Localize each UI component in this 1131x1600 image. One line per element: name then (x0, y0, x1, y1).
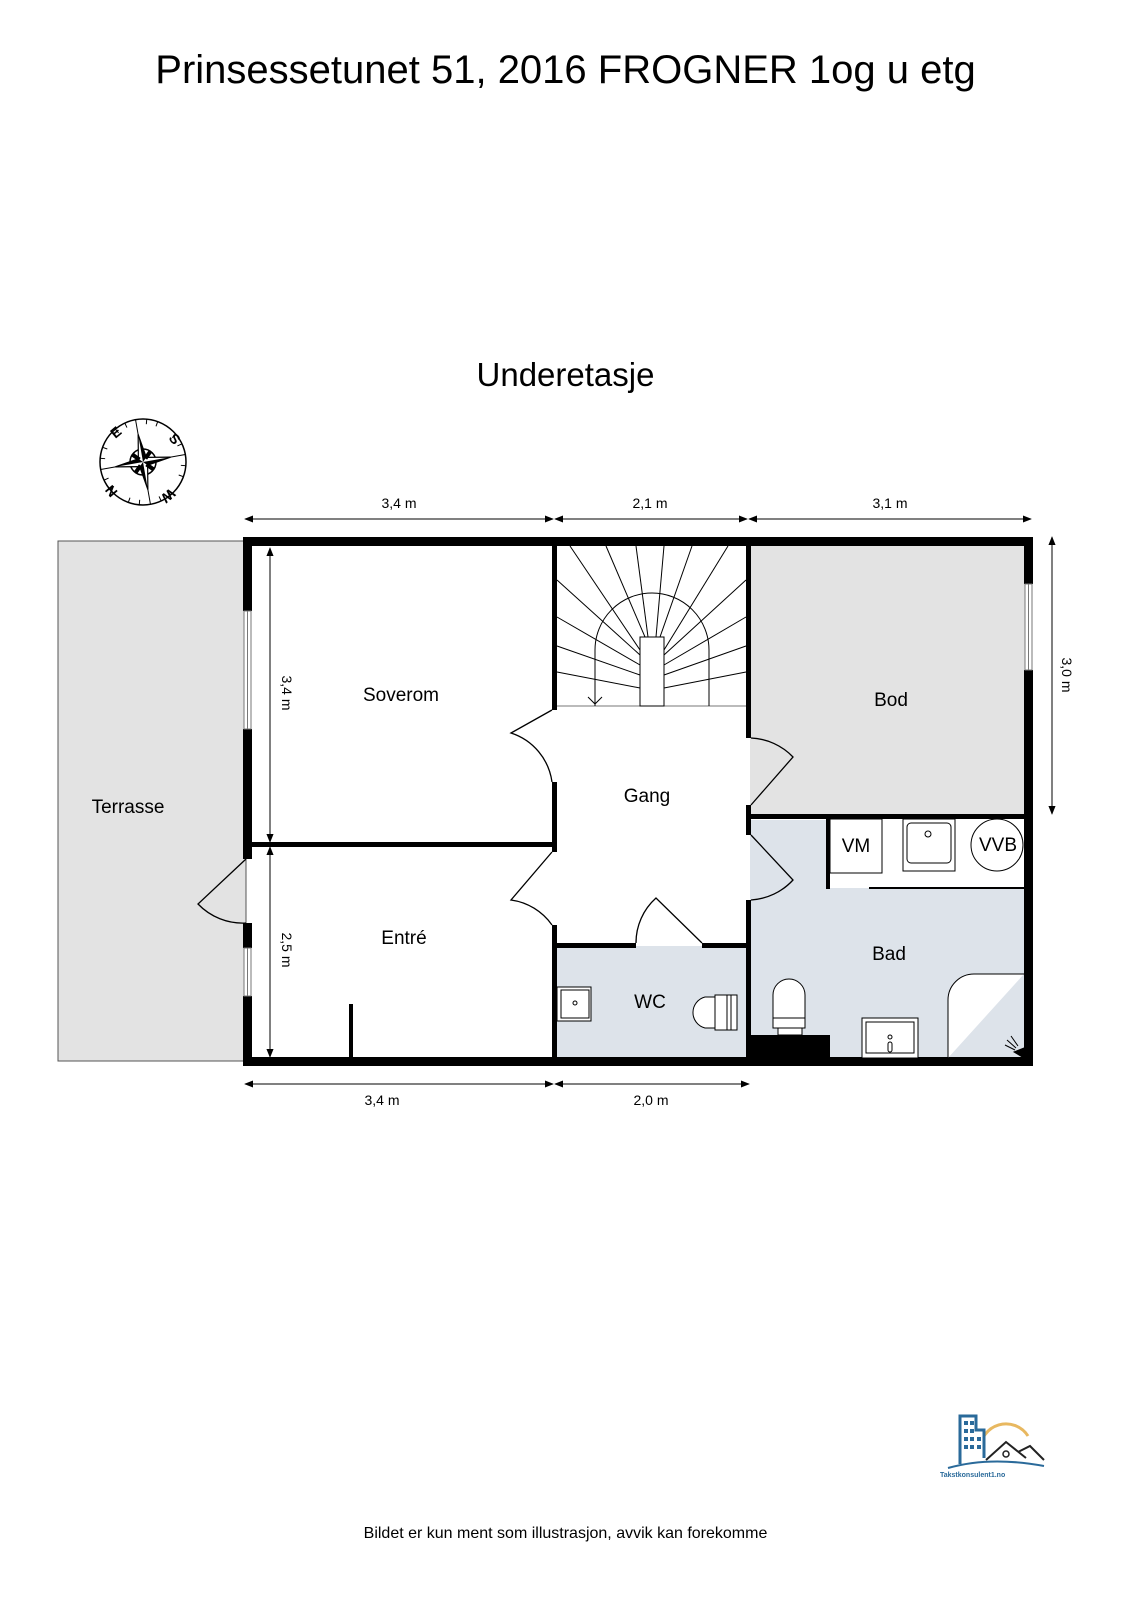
dim-bottom-2: 2,0 m (633, 1092, 668, 1108)
dim-bottom-1: 3,4 m (364, 1092, 399, 1108)
interior-walls (252, 546, 1033, 1060)
doors (197, 709, 794, 944)
room-bod-fill (750, 545, 1025, 815)
dim-left-2: 2,5 m (279, 932, 295, 967)
staircase (556, 545, 747, 707)
dim-left-1: 3,4 m (279, 675, 295, 710)
water-heater-icon (970, 818, 1024, 872)
room-label-terrasse: Terrasse (92, 797, 165, 818)
dim-top-3: 3,1 m (872, 495, 907, 511)
outer-walls (243, 537, 1033, 1066)
page-title: Prinsessetunet 51, 2016 FROGNER 1og u et… (155, 48, 976, 92)
building-logo-icon (947, 1414, 1045, 1469)
room-label-wc: WC (634, 992, 666, 1013)
compass-rose-icon: E S N W (99, 418, 187, 507)
dim-right-1: 3,0 m (1059, 657, 1075, 692)
fixture-label-vvb: VVB (979, 835, 1017, 856)
floor-name: Underetasje (476, 356, 655, 393)
dim-top-2: 2,1 m (632, 495, 667, 511)
windows (243, 583, 1033, 997)
company-logo: Takstkonsulent1.no (940, 1408, 1050, 1488)
room-label-bad: Bad (872, 944, 906, 965)
fixture-label-vm: VM (842, 836, 871, 857)
washing-machine-icon (829, 818, 883, 874)
room-label-soverom: Soverom (363, 685, 439, 706)
room-label-bod: Bod (874, 690, 908, 711)
room-terrasse (57, 540, 247, 1062)
room-label-gang: Gang (624, 786, 670, 807)
dimension-lines (244, 515, 1056, 1088)
fixtures (556, 818, 1025, 1059)
room-label-entre: Entré (381, 928, 426, 949)
disclaimer: Bildet er kun ment som illustrasjon, avv… (363, 1525, 768, 1542)
dim-top-1: 3,4 m (381, 495, 416, 511)
logo-text: Takstkonsulent1.no (940, 1472, 1006, 1479)
